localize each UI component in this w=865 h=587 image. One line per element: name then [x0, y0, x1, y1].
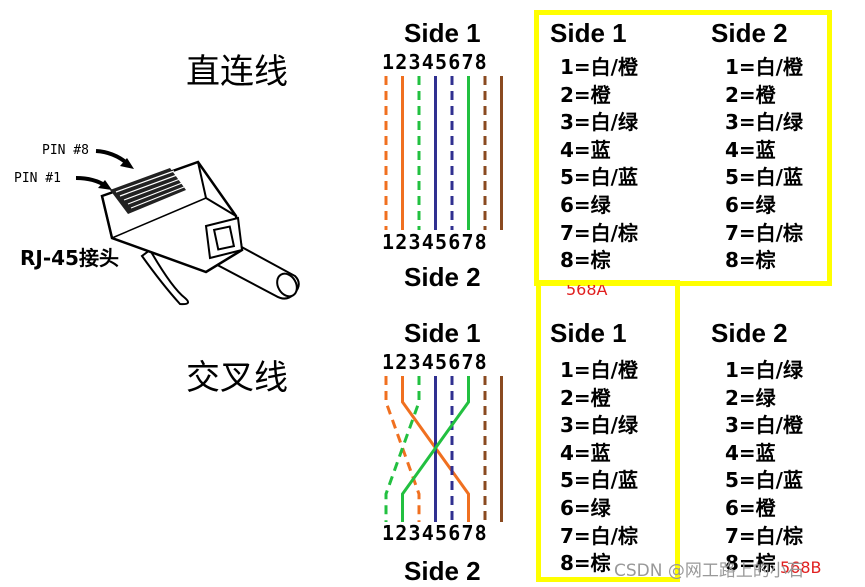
pin-contacts: [110, 168, 186, 214]
straight-table-side2-header: Side 2: [711, 18, 788, 48]
straight-table-side1-header: Side 1: [550, 18, 627, 48]
crossover-top-pin-numbers: 12345678: [382, 350, 488, 374]
pin-entry: 1=白/绿: [725, 358, 803, 382]
pin-entry: 8=棕: [560, 551, 611, 576]
pin-entry: 6=橙: [725, 495, 776, 520]
pin-entry: 1=白/橙: [725, 55, 803, 79]
pin-entry: 6=绿: [560, 192, 611, 217]
pin-entry: 4=蓝: [725, 440, 776, 465]
straight-cable-title: 直连线: [186, 52, 288, 92]
wire-pin-3: [384, 376, 421, 522]
straight-bottom-pin-numbers: 12345678: [382, 230, 488, 254]
pin-entry: 8=棕: [725, 248, 776, 273]
pin-entry: 2=橙: [560, 385, 611, 410]
pin-entry: 4=蓝: [725, 137, 776, 162]
straight-top-pin-numbers: 12345678: [382, 50, 488, 74]
pin-entry: 3=白/橙: [725, 413, 803, 438]
pin-entry: 3=白/绿: [725, 110, 803, 135]
straight-diagram-side1-label: Side 1: [404, 18, 481, 48]
crossover-cable-title: 交叉线: [186, 358, 288, 398]
pin-entry: 5=白/蓝: [725, 165, 803, 190]
pin-entry: 7=白/棕: [725, 523, 803, 548]
pin-entry: 4=蓝: [560, 137, 611, 162]
pin8-arrow: [95, 149, 130, 166]
pin-entry: 7=白/棕: [560, 220, 638, 245]
pin8-label: PIN #8: [42, 143, 89, 158]
cable-end: [276, 272, 298, 298]
wire-pin-1: [384, 376, 421, 522]
pin-entry: 8=棕: [725, 551, 776, 576]
pin-entry: 2=橙: [560, 82, 611, 107]
pin-entry: 3=白/绿: [560, 110, 638, 135]
straight-diagram-side2-label: Side 2: [404, 262, 481, 292]
pin-entry: 6=绿: [560, 495, 611, 520]
pin-entry: 7=白/棕: [560, 523, 638, 548]
csdn-watermark: CSDN @网工路上的小石: [614, 561, 804, 581]
pin-entry: 1=白/橙: [560, 358, 638, 382]
crossover-table-side1-header: Side 1: [550, 318, 627, 348]
pin-entry: 5=白/蓝: [725, 468, 803, 493]
pin-entry: 8=棕: [560, 248, 611, 273]
pin-entry: 5=白/蓝: [560, 468, 638, 493]
crossover-side1-highlight: [536, 280, 680, 582]
rj45-connector-illustration: [75, 149, 300, 306]
pin-entry: 4=蓝: [560, 440, 611, 465]
standard-568b-label: 568B: [780, 558, 822, 577]
pin1-label: PIN #1: [14, 171, 61, 186]
crossover-wire-diagram: [384, 376, 503, 522]
crossover-diagram-side2-label: Side 2: [404, 556, 481, 586]
pin-entry: 2=绿: [725, 385, 776, 410]
pin-entry: 5=白/蓝: [560, 165, 638, 190]
connector-clip: [140, 248, 189, 306]
crossover-bottom-pin-numbers: 12345678: [382, 521, 488, 545]
pin-entry: 1=白/橙: [560, 55, 638, 79]
crossover-table-side2-header: Side 2: [711, 318, 788, 348]
wire-pin-6: [401, 376, 470, 522]
pin-entry: 6=绿: [725, 192, 776, 217]
straight-pinout-highlight: [534, 10, 832, 286]
pin-entry: 2=橙: [725, 82, 776, 107]
rj45-connector-label: RJ-45接头: [20, 246, 119, 270]
straight-wire-diagram: [384, 76, 503, 230]
pin-entry: 3=白/绿: [560, 413, 638, 438]
crossover-diagram-side1-label: Side 1: [404, 318, 481, 348]
pin-entry: 7=白/棕: [725, 220, 803, 245]
